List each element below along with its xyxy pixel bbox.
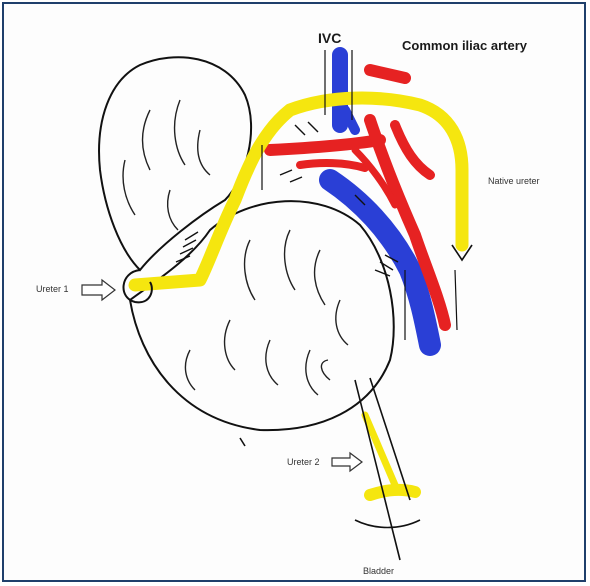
bladder-label: Bladder — [363, 566, 394, 576]
native-ureter-label: Native ureter — [488, 176, 540, 186]
ureter-1-label: Ureter 1 — [36, 284, 69, 294]
ureter-1-arrow — [82, 280, 115, 300]
bladder-outline — [240, 378, 420, 560]
lower-organ-outline — [130, 201, 394, 430]
ivc-label: IVC — [318, 30, 341, 46]
ureter-2-label: Ureter 2 — [287, 457, 320, 467]
common-iliac-artery-label: Common iliac artery — [402, 38, 527, 53]
ureter-2-arrow — [332, 453, 362, 471]
upper-organ-outline — [99, 57, 251, 270]
